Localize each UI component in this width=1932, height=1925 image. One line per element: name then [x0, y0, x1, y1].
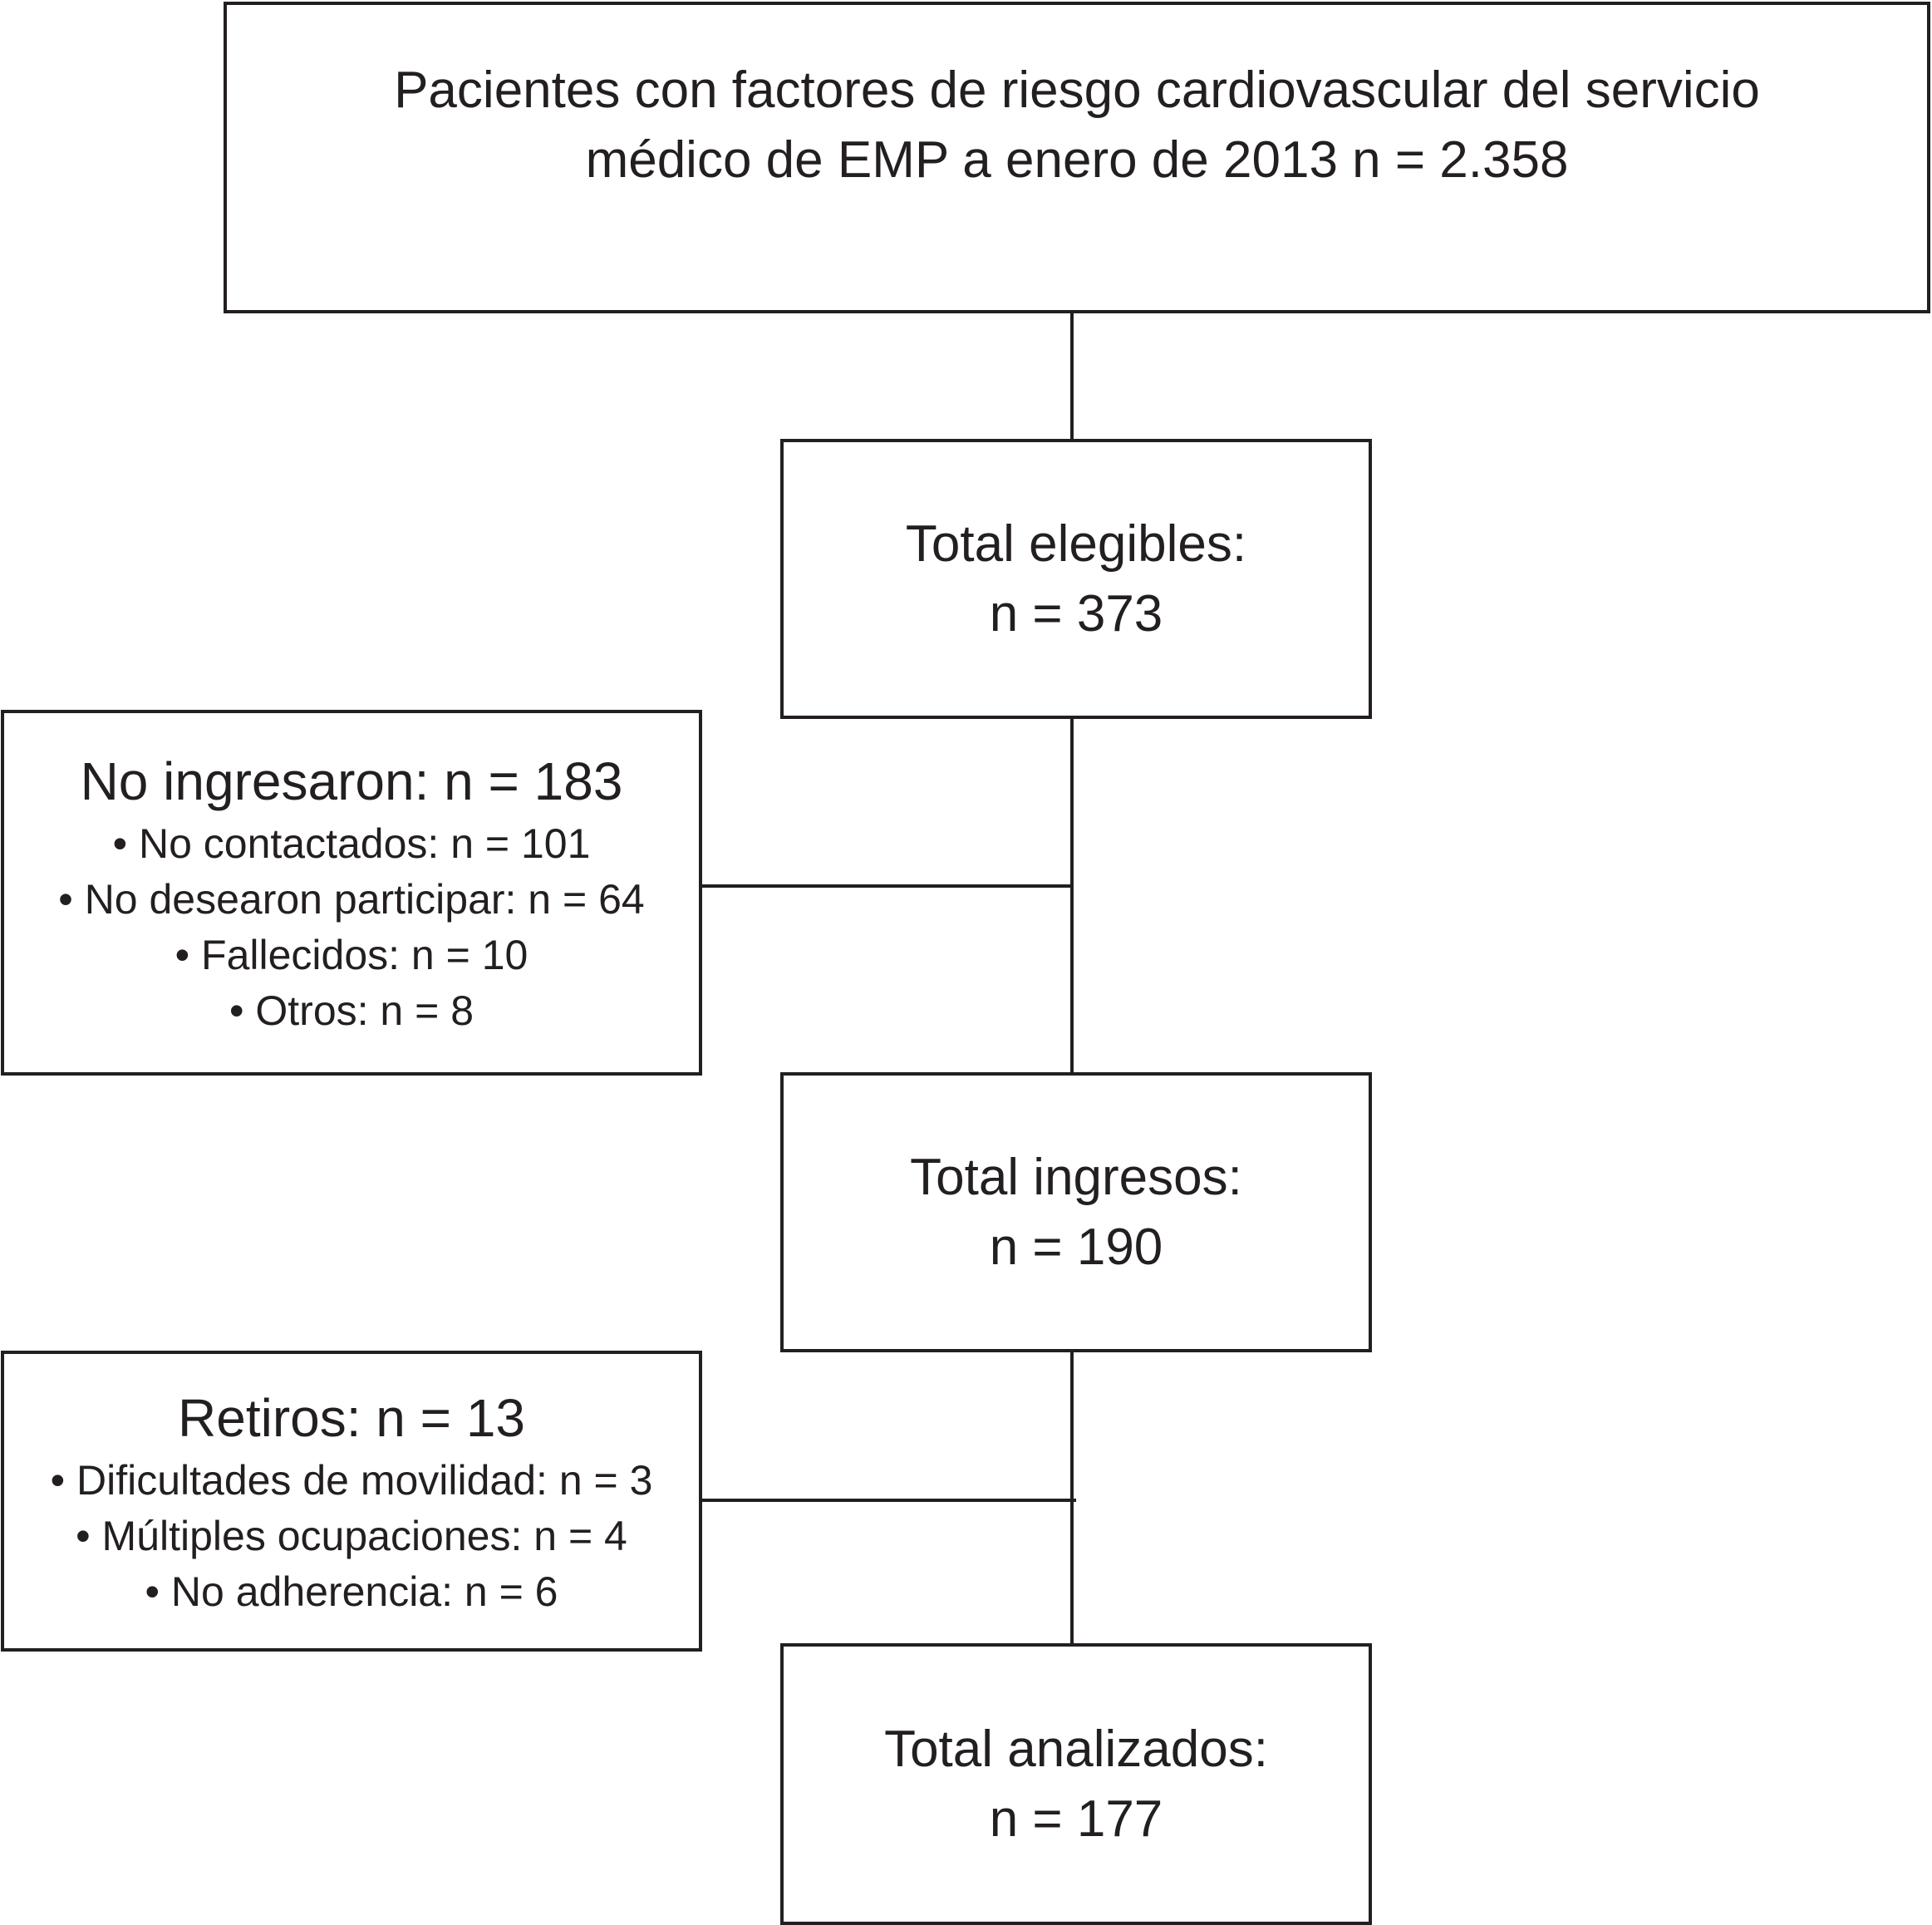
analizados-label: Total analizados:: [884, 1720, 1268, 1778]
retiros-item: Múltiples ocupaciones: n = 4: [76, 1509, 627, 1564]
retiros-item: Dificultades de movilidad: n = 3: [51, 1453, 652, 1509]
elegibles-value: n = 373: [989, 584, 1163, 642]
pacientes-line-1: Pacientes con factores de riesgo cardiov…: [394, 61, 1760, 119]
no-ingresaron-item: No desearon participar: n = 64: [58, 872, 645, 928]
no-ingresaron-item: Fallecidos: n = 10: [175, 928, 528, 983]
no-ingresaron-item: No contactados: n = 101: [113, 816, 590, 872]
retiros-item: No adherencia: n = 6: [145, 1564, 558, 1620]
box-no-ingresaron: No ingresaron: n = 183 No contactados: n…: [1, 710, 702, 1076]
box-total-ingresos: Total ingresos: n = 190: [780, 1072, 1372, 1352]
box-total-elegibles: Total elegibles: n = 373: [780, 439, 1372, 719]
box-retiros: Retiros: n = 13 Dificultades de movilida…: [1, 1351, 702, 1652]
no-ingresaron-title: No ingresaron: n = 183: [80, 751, 623, 811]
box-pacientes-riesgo: Pacientes con factores de riesgo cardiov…: [224, 2, 1930, 313]
pacientes-line-2: médico de EMP a enero de 2013 n = 2.358: [585, 130, 1569, 189]
ingresos-label: Total ingresos:: [910, 1148, 1242, 1206]
no-ingresaron-item: Otros: n = 8: [229, 983, 474, 1039]
retiros-title: Retiros: n = 13: [178, 1387, 525, 1448]
box-total-analizados: Total analizados: n = 177: [780, 1643, 1372, 1925]
ingresos-value: n = 190: [989, 1218, 1163, 1276]
elegibles-label: Total elegibles:: [905, 514, 1247, 573]
analizados-value: n = 177: [989, 1790, 1163, 1848]
